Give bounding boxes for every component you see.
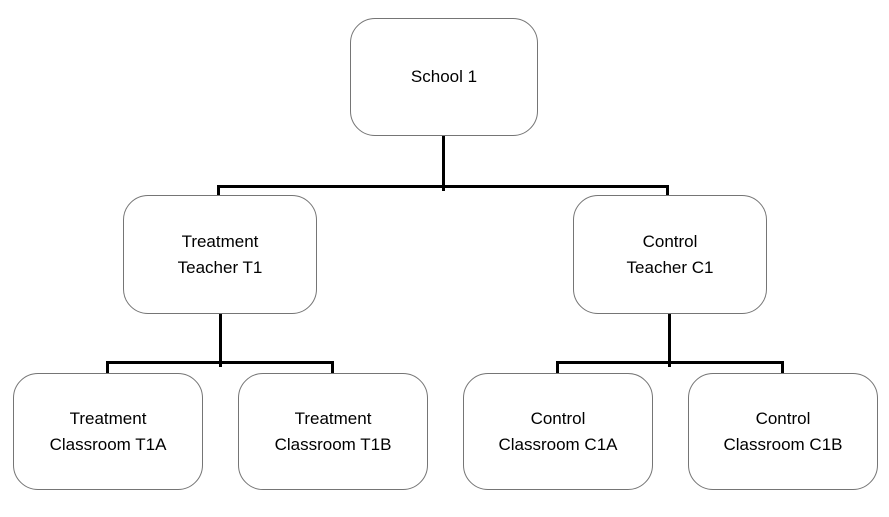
node-control-classroom-c1b-label: Control Classroom C1B <box>723 408 843 454</box>
node-control-classroom-c1b: Control Classroom C1B <box>688 373 878 490</box>
node-school-1: School 1 <box>350 18 538 136</box>
node-school-1-label: School 1 <box>410 67 478 86</box>
node-treatment-classroom-t1a: Treatment Classroom T1A <box>13 373 203 490</box>
node-treatment-classroom-t1b: Treatment Classroom T1B <box>238 373 428 490</box>
node-control-teacher-c1: Control Teacher C1 <box>573 195 767 314</box>
node-treatment-classroom-t1b-label: Treatment Classroom T1B <box>274 408 392 454</box>
node-treatment-teacher-t1: Treatment Teacher T1 <box>123 195 317 314</box>
node-control-classroom-c1a: Control Classroom C1A <box>463 373 653 490</box>
node-control-classroom-c1a-label: Control Classroom C1A <box>498 408 618 454</box>
node-treatment-teacher-t1-label: Treatment Teacher T1 <box>177 231 263 277</box>
node-control-teacher-c1-label: Control Teacher C1 <box>626 231 714 277</box>
node-treatment-classroom-t1a-label: Treatment Classroom T1A <box>49 408 167 454</box>
